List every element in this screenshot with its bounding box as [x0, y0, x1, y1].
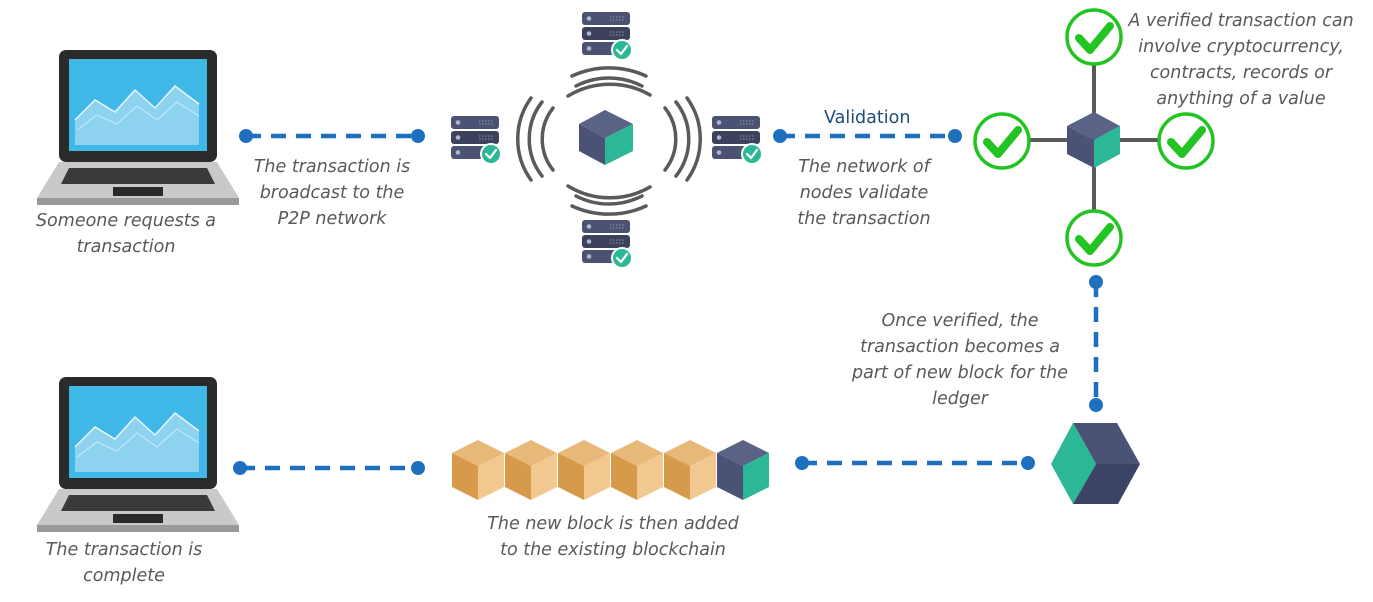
- connector-validation: [773, 129, 962, 143]
- chain-block: [664, 440, 716, 500]
- check-circle-icon: [975, 114, 1029, 168]
- cube-icon: [579, 110, 633, 165]
- chain-block: [558, 440, 610, 500]
- connector-verified-to-block: [1089, 275, 1103, 412]
- laptop-icon: [36, 49, 240, 206]
- caption-added: The new block is then added to the exist…: [487, 514, 739, 560]
- connector-request-to-network: [239, 129, 425, 143]
- caption-verified: A verified transaction can involve crypt…: [1128, 11, 1354, 109]
- chain-block-new: [717, 440, 769, 500]
- server-icon: [710, 114, 764, 166]
- broadcast-rings-icon: [516, 66, 702, 216]
- new-block-cube-icon: [1051, 423, 1140, 504]
- caption-validate: The network of nodes validate the transa…: [797, 157, 931, 229]
- check-circle-icon: [1067, 211, 1121, 265]
- validation-label: Validation: [824, 108, 911, 128]
- connector-block-to-chain: [795, 456, 1035, 470]
- verification-hub: [1028, 64, 1160, 212]
- chain-block: [452, 440, 504, 500]
- check-circle-icon: [1159, 114, 1213, 168]
- caption-new-block: Once verified, the transaction becomes a…: [852, 311, 1068, 409]
- caption-broadcast: The transaction is broadcast to the P2P …: [253, 157, 411, 229]
- laptop-icon: [36, 376, 240, 533]
- chain-block: [505, 440, 557, 500]
- caption-complete: The transaction is complete: [45, 540, 203, 586]
- server-icon: [580, 10, 634, 62]
- blockchain-icon: [452, 440, 769, 500]
- server-icon: [580, 218, 634, 270]
- caption-request: Someone requests a transaction: [35, 211, 217, 257]
- server-icon: [449, 114, 503, 166]
- chain-block: [611, 440, 663, 500]
- connector-chain-to-complete: [233, 461, 425, 475]
